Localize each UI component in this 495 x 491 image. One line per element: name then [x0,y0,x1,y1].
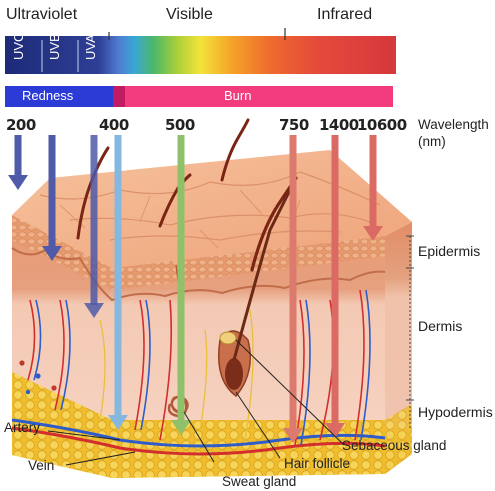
dermis-label: Dermis [418,318,462,334]
hair-follicle-label: Hair follicle [284,456,350,471]
wavelength-unit-nm: (nm) [418,134,446,149]
sebaceous-gland-label: Sebaceous gland [342,438,446,453]
spectrum-bar [5,36,396,74]
ultraviolet-label: Ultraviolet [6,6,77,24]
sebaceous-gland [220,332,236,344]
overlap-bar [113,86,125,107]
uvb-label: UVB [47,32,63,60]
wavelength-1400: 1400 [319,116,359,134]
wavelength-750: 750 [279,116,309,134]
sweat-gland-label: Sweat gland [222,474,296,489]
wavelength-200: 200 [6,116,36,134]
infrared-label: Infrared [317,6,372,24]
visible-label: Visible [166,6,213,24]
uva-label: UVA [83,32,99,60]
epidermis-label: Epidermis [418,243,480,259]
uvc-label: UVC [11,32,27,60]
uvc-arrow [8,135,28,190]
artery-label: Artery [4,420,40,435]
hypodermis-label: Hypodermis [418,404,493,420]
wavelength-10600: 10600 [357,116,407,134]
redness-label: Redness [22,88,73,103]
burn-label: Burn [224,88,251,103]
burn-bar [125,86,393,107]
vein-label: Vein [28,458,54,473]
wavelength-400: 400 [99,116,129,134]
wavelength-unit-label: Wavelength [418,117,489,132]
wavelength-500: 500 [165,116,195,134]
